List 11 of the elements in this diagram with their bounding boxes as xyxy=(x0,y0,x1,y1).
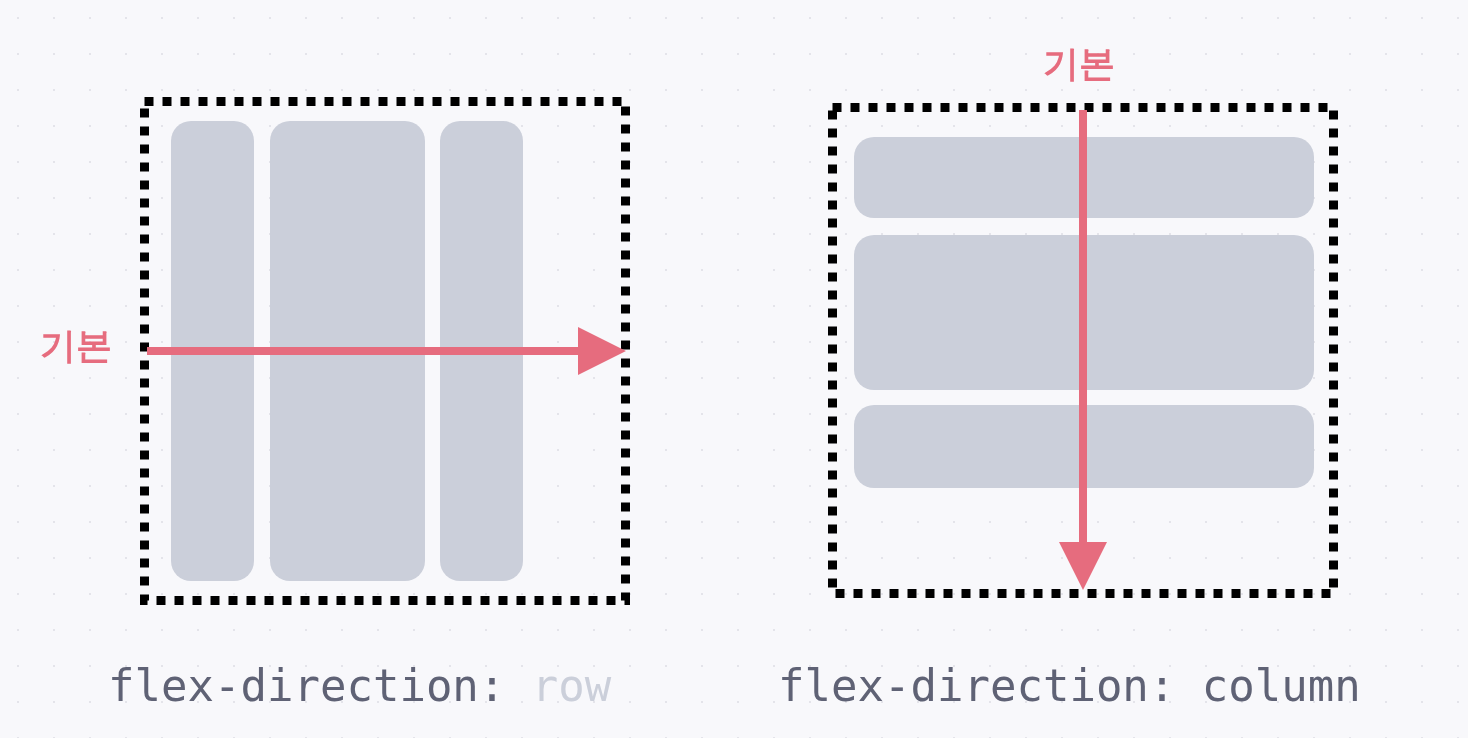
flex-container-box xyxy=(140,97,630,605)
direction-label: 기본 xyxy=(40,324,112,368)
flex-container-box xyxy=(828,103,1338,598)
direction-label: 기본 xyxy=(1043,42,1115,86)
flex-item-box xyxy=(440,121,523,581)
code-caption: flex-direction: column xyxy=(778,660,1361,711)
flex-item-box xyxy=(854,235,1314,390)
flex-item-box xyxy=(854,137,1314,218)
flex-item-box xyxy=(270,121,425,581)
flex-item-box xyxy=(171,121,254,581)
flex-item-box xyxy=(854,405,1314,488)
